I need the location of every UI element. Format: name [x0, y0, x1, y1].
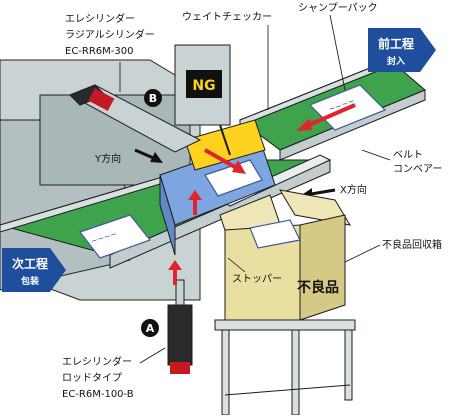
label-belt-line1: ベルト — [393, 149, 423, 161]
marker-a-text: A — [146, 322, 155, 335]
tag-prev-process-sub: 封入 — [387, 55, 405, 67]
leader-belt — [361, 149, 391, 161]
ng-display-text: NG — [192, 78, 215, 94]
stand-leg-1 — [221, 329, 230, 416]
reject-box-top-right — [279, 189, 351, 226]
stand-brace — [224, 384, 351, 396]
weight-checker-front — [159, 174, 176, 256]
reject-box-text: 不良品 — [297, 279, 339, 296]
cylinder-b-cap — [88, 88, 115, 111]
label-cylinder-b-model: EC-RR6M-300 — [65, 46, 134, 57]
stand-leg-3 — [344, 329, 353, 401]
shampoo-pack-lower — [79, 214, 151, 259]
stand-top — [214, 319, 356, 331]
marker-b-circle — [144, 89, 162, 107]
label-cylinder-a-model: EC-R6M-100-B — [62, 389, 134, 400]
cylinder-a-cap — [170, 362, 190, 374]
checker-post — [219, 124, 231, 156]
marker-b-text: B — [149, 92, 157, 105]
tag-next-process-title: 次工程 — [12, 256, 48, 271]
reject-box-side — [299, 214, 346, 321]
cylinder-a-body — [167, 304, 193, 366]
leader-reject-bin — [344, 244, 381, 263]
tag-prev-process-title: 前工程 — [378, 36, 414, 51]
leader-stopper — [227, 257, 246, 273]
label-shampoo-pack: シャンプーパック — [298, 2, 378, 14]
tag-prev-process — [368, 28, 436, 72]
label-belt-line2: コンベアー — [393, 163, 442, 175]
diverter-yellow — [184, 119, 266, 171]
tag-next-process-sub: 包装 — [20, 275, 40, 287]
stand-leg-2 — [291, 329, 300, 416]
tag-next-process — [2, 248, 66, 292]
leader-cylinder-a — [139, 347, 166, 364]
label-cylinder-b-line1: エレシリンダー — [65, 12, 135, 25]
arrow-diverter-head — [232, 160, 246, 174]
arrow-upper-left-head — [296, 118, 312, 131]
ng-display-panel — [186, 70, 222, 98]
label-y-direction: Y方向 — [94, 152, 121, 165]
y-direction-arrow-head — [150, 152, 163, 163]
arrow-up-a-head — [168, 260, 182, 270]
label-cylinder-a-line2: ロッドタイプ — [62, 372, 122, 384]
label-reject-bin: 不良品回収箱 — [382, 238, 442, 251]
label-x-direction: X方向 — [340, 183, 367, 196]
label-stopper: ストッパー — [232, 273, 282, 285]
marker-a-circle — [141, 319, 159, 337]
label-cylinder-a-line1: エレシリンダー — [62, 355, 132, 368]
leader-shampoo — [329, 14, 346, 91]
arrow-up-checker-head — [188, 190, 202, 200]
arrow-diverter — [204, 148, 241, 172]
label-cylinder-b-line2: ラジアルシリンダー — [65, 28, 155, 41]
label-weight-checker: ウェイトチェッカー — [182, 11, 272, 23]
shampoo-pack-in-box — [249, 219, 301, 249]
